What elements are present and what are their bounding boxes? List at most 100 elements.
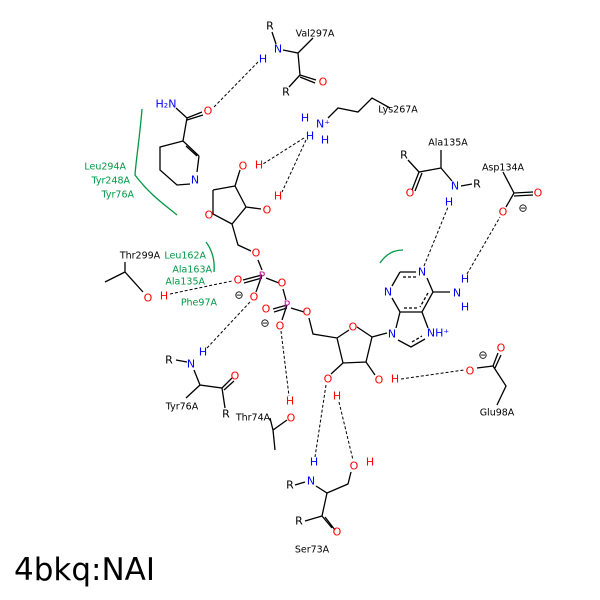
- atom-o5prime-adenosine: O: [303, 306, 312, 319]
- atom-o4prime-adenosine: O: [349, 321, 358, 334]
- atom-h: H: [274, 190, 282, 203]
- hbond-o2prime-glu98: [400, 369, 465, 380]
- atom-h: H: [461, 301, 469, 314]
- atom-o: O: [497, 342, 506, 355]
- atom-o: O: [287, 412, 296, 425]
- atom-phosphate-o: O: [234, 274, 243, 287]
- atom-o: O: [319, 76, 328, 89]
- hbond-o3prime-ser73: [314, 384, 327, 458]
- hydrophobic-label: Phe97A: [181, 298, 218, 309]
- atom-h: H: [310, 456, 318, 469]
- atom-o: O: [333, 526, 342, 539]
- atom-h: H: [366, 456, 374, 469]
- atom-phosphate-o: O: [262, 303, 271, 316]
- residue-bonds: [104, 31, 534, 531]
- atom-r: R: [295, 515, 303, 528]
- hydrophobic-label: Ala163A: [172, 265, 212, 276]
- residue-label-thr299: Thr299A: [119, 251, 161, 262]
- atom-h: H: [199, 346, 207, 359]
- atom-o: O: [499, 206, 508, 219]
- atom-h: H: [255, 159, 263, 172]
- atom-o3prime: O: [263, 204, 272, 217]
- atom-phosphate-o: O: [250, 291, 259, 304]
- hydrophobic-contact-arc: [205, 241, 215, 273]
- hydrophobic-label: Leu294A: [84, 162, 126, 173]
- atom-phosphate-o: O: [276, 320, 285, 333]
- atom-o4prime: O: [205, 209, 214, 222]
- atom-r: R: [222, 408, 230, 421]
- residue-label-thr74: Thr74A: [235, 413, 271, 424]
- atom-n9: N: [388, 328, 396, 341]
- atom-h: H: [286, 395, 294, 408]
- atom-r: R: [286, 479, 294, 492]
- atom-n: N: [274, 43, 282, 56]
- hydrophobic-label: Tyr248A: [91, 176, 131, 187]
- atom-bridging-o: O: [278, 277, 287, 290]
- atom-o5prime: O: [252, 247, 261, 260]
- atom-n1: N: [418, 266, 426, 279]
- hbond-lys267-o3prime: [281, 139, 307, 193]
- atom-o: O: [534, 187, 543, 200]
- atom-amide-nh2: H₂N: [156, 98, 177, 111]
- atom-n-plus: N⁺: [316, 118, 330, 131]
- atom-h: H: [259, 53, 267, 66]
- residue-label-ala135: Ala135A: [428, 138, 468, 149]
- atom-n: N: [187, 358, 195, 371]
- atom-amide-o: O: [204, 105, 213, 118]
- negative-charge: ⊖: [260, 317, 269, 330]
- hbond-nh2-asp134: [466, 216, 501, 275]
- hbond-amide-o-val297: [213, 61, 259, 108]
- atom-o2prime: O: [239, 160, 248, 173]
- negative-charge: ⊖: [478, 349, 487, 362]
- negative-charge: ⊖: [234, 289, 243, 302]
- residue-label-lys267: Lys267A: [378, 105, 418, 116]
- atom-o: O: [466, 365, 475, 378]
- atom-n7-protonated: NH⁺: [427, 327, 450, 340]
- atom-r: R: [282, 86, 290, 99]
- atom-r: R: [266, 20, 274, 33]
- hbond-phosphate-thr74: [280, 330, 290, 397]
- hbond-tyr76-phosphate: [206, 301, 251, 349]
- atom-h: H: [301, 112, 309, 125]
- hydrophobic-contact-arc: [379, 249, 404, 264]
- atom-o: O: [144, 292, 153, 305]
- negative-charge: ⊖: [518, 202, 527, 215]
- hbond-thr299-phosphate: [169, 280, 233, 295]
- hydrophobic-contact-arc: [134, 108, 178, 216]
- hbond-lys267-o2prime: [262, 137, 305, 165]
- atom-n: N: [307, 475, 315, 488]
- atom-h: H: [461, 273, 469, 286]
- atom-h: H: [391, 373, 399, 386]
- atom-o: O: [350, 460, 359, 473]
- atom-o: O: [406, 187, 415, 200]
- atom-n6: N: [453, 287, 461, 300]
- atom-h: H: [333, 390, 341, 403]
- atom-n: N: [451, 180, 459, 193]
- residue-label-ser73: Ser73A: [295, 545, 330, 556]
- atom-n3: N: [384, 286, 392, 299]
- atom-o: O: [231, 370, 240, 383]
- atom-phosphorus-1: P: [259, 270, 266, 283]
- residue-label-val297: Val297A: [296, 29, 335, 40]
- hydrophobic-label: Tyr76A: [101, 190, 135, 201]
- atom-h: H: [160, 290, 168, 303]
- atom-nicotinamide-n: N: [191, 174, 199, 187]
- hbond-n1-ala135: [423, 206, 449, 267]
- atom-r: R: [400, 149, 408, 162]
- atom-r: R: [473, 178, 481, 191]
- atom-o3prime-adenosine: O: [324, 373, 333, 386]
- residue-label-glu98: Glu98A: [480, 408, 515, 419]
- hbond-o3prime-h-ser73-og: [338, 401, 354, 461]
- atom-r: R: [165, 354, 173, 367]
- ligand-bonds: [159, 107, 450, 376]
- residue-label-asp134: Asp134A: [482, 163, 525, 174]
- atom-o2prime-adenosine: O: [375, 374, 384, 387]
- atom-phosphorus-2: P: [284, 299, 291, 312]
- diagram-title: 4bkq:NAI: [14, 552, 156, 588]
- residue-label-tyr76: Tyr76A: [165, 402, 199, 413]
- hydrophobic-label: Leu162A: [164, 251, 206, 262]
- atom-h: H: [445, 196, 453, 209]
- atom-h: H: [321, 134, 329, 147]
- atom-h: H: [306, 130, 314, 143]
